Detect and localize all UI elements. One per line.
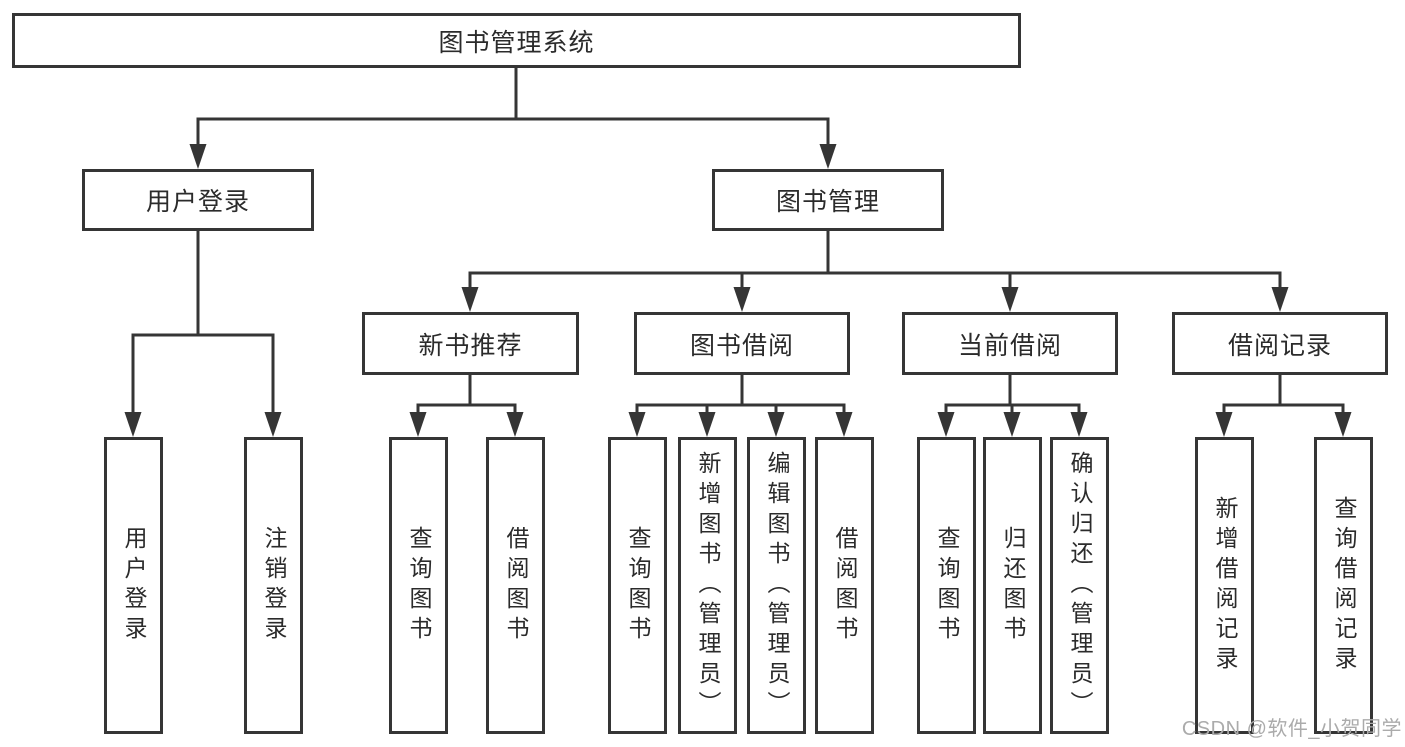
arrowhead-icon (264, 412, 282, 437)
node-label: 新增借阅记录 (1212, 495, 1238, 676)
arrowhead-icon (767, 412, 785, 437)
arrowhead-icon (819, 144, 837, 169)
node-label: 编辑图书（管理员） (764, 450, 790, 721)
leaf-query-book-recommend: 查询图书 (389, 437, 448, 734)
arrowhead-icon (124, 412, 142, 437)
node-label: 查询图书 (934, 525, 960, 646)
leaf-user-login: 用户登录 (104, 437, 163, 734)
node-label: 查询借阅记录 (1331, 495, 1357, 676)
arrowhead-icon (698, 412, 716, 437)
arrowhead-icon (1070, 412, 1088, 437)
node-label: 用户登录 (121, 525, 147, 646)
node-label: 图书管理 (775, 188, 880, 216)
node-label: 图书管理系统 (438, 28, 595, 57)
arrowhead-icon (506, 412, 524, 437)
node-book-management: 图书管理 (712, 169, 944, 231)
leaf-add-book-admin: 新增图书（管理员） (678, 437, 737, 734)
node-new-book-recommend: 新书推荐 (362, 312, 579, 375)
node-label: 新增图书（管理员） (695, 450, 721, 721)
leaf-query-book-borrow: 查询图书 (608, 437, 667, 734)
node-label: 查询图书 (406, 525, 432, 646)
node-label: 新书推荐 (418, 331, 523, 360)
node-label: 注销登录 (261, 525, 287, 646)
leaf-logout-login: 注销登录 (244, 437, 303, 734)
arrowhead-icon (1001, 287, 1019, 312)
arrowhead-icon (937, 412, 955, 437)
node-current-borrow: 当前借阅 (902, 312, 1118, 375)
node-label: 借阅图书 (503, 525, 529, 646)
arrowhead-icon (409, 412, 427, 437)
leaf-confirm-return-admin: 确认归还（管理员） (1050, 437, 1109, 734)
leaf-query-book-current: 查询图书 (917, 437, 976, 734)
arrowhead-icon (189, 144, 207, 169)
node-user-login: 用户登录 (82, 169, 314, 231)
arrowhead-icon (1215, 412, 1233, 437)
node-label: 用户登录 (145, 188, 250, 216)
node-label: 归还图书 (1000, 525, 1026, 646)
watermark: CSDN @软件_小贺同学 (1181, 718, 1402, 740)
leaf-add-borrow-record: 新增借阅记录 (1195, 437, 1254, 734)
leaf-edit-book-admin: 编辑图书（管理员） (747, 437, 806, 734)
leaf-borrow-book: 借阅图书 (815, 437, 874, 734)
arrowhead-icon (1003, 412, 1021, 437)
node-label: 图书借阅 (689, 331, 794, 360)
arrowhead-icon (1334, 412, 1352, 437)
leaf-query-borrow-record: 查询借阅记录 (1314, 437, 1373, 734)
node-label: 借阅图书 (832, 525, 858, 646)
node-borrow-record: 借阅记录 (1172, 312, 1388, 375)
node-label: 查询图书 (625, 525, 651, 646)
node-label: 确认归还（管理员） (1067, 450, 1093, 721)
node-label: 当前借阅 (957, 331, 1062, 360)
arrowhead-icon (1271, 287, 1289, 312)
arrowhead-icon (461, 287, 479, 312)
arrowhead-icon (835, 412, 853, 437)
arrowhead-icon (628, 412, 646, 437)
leaf-borrow-book-recommend: 借阅图书 (486, 437, 545, 734)
arrowhead-icon (733, 287, 751, 312)
node-book-borrow: 图书借阅 (634, 312, 850, 375)
node-label: 借阅记录 (1227, 331, 1332, 360)
leaf-return-book: 归还图书 (983, 437, 1042, 734)
node-library-management-system: 图书管理系统 (12, 13, 1021, 68)
